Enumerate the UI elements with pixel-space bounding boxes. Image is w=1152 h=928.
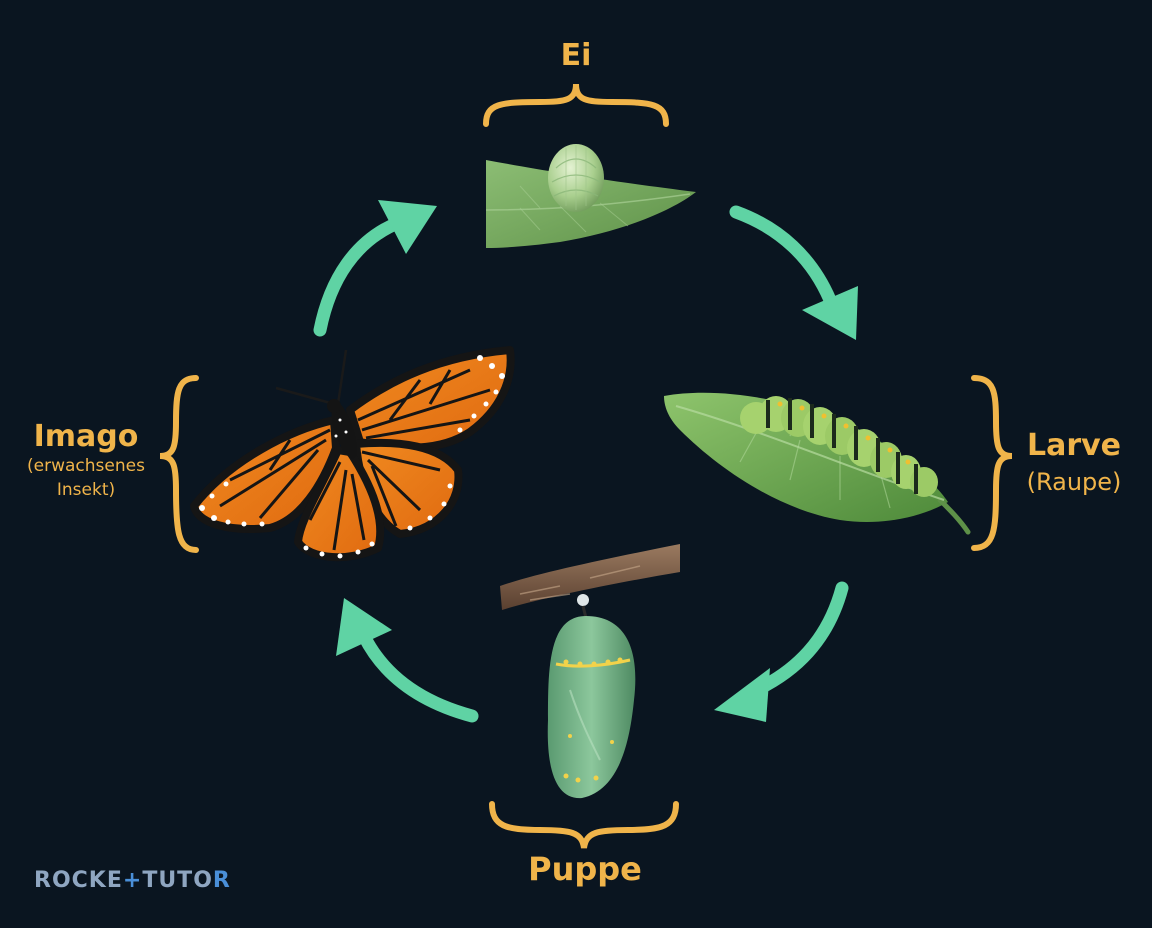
imago-title: Imago xyxy=(33,419,139,454)
arrow-larva-to-pupa xyxy=(714,581,849,722)
arrow-pupa-to-imago xyxy=(336,598,479,723)
logo-part3: R xyxy=(212,868,231,893)
chrysalis xyxy=(547,616,636,799)
wing-lower-left xyxy=(294,446,385,562)
egg-illustration xyxy=(485,144,696,248)
larva-title: Larve xyxy=(1026,428,1122,463)
brace-egg xyxy=(483,83,669,127)
stage-label-egg: Ei xyxy=(520,38,632,73)
twig xyxy=(500,544,680,610)
wing-upper-right xyxy=(346,346,515,452)
arrow-egg-to-larva xyxy=(729,205,858,340)
brace-larva xyxy=(971,375,1013,551)
brace-pupa xyxy=(489,801,679,849)
stage-label-pupa: Puppe xyxy=(500,850,670,888)
pupa-title: Puppe xyxy=(528,850,642,888)
caterpillar-body xyxy=(740,396,938,497)
larva-illustration xyxy=(664,392,971,535)
pupa-illustration xyxy=(500,544,680,799)
logo-part2: TUTO xyxy=(142,868,213,893)
stage-label-imago: Imago (erwachsenes Insekt) xyxy=(6,420,166,502)
imago-subtitle-line1: (erwachsenes xyxy=(27,456,145,476)
stage-label-larva: Larve (Raupe) xyxy=(1006,428,1142,500)
butterfly-body xyxy=(331,401,357,459)
larva-subtitle: (Raupe) xyxy=(1026,468,1122,496)
logo-plus: + xyxy=(122,868,143,893)
imago-subtitle-line2: Insekt) xyxy=(56,480,116,500)
arrow-imago-to-egg xyxy=(313,200,437,337)
egg-title: Ei xyxy=(560,38,592,73)
brace-imago xyxy=(159,375,199,553)
logo-part1: ROCKE xyxy=(34,868,123,893)
brand-logo: ROCKE+TUTOR xyxy=(34,868,231,893)
imago-illustration xyxy=(190,346,515,562)
